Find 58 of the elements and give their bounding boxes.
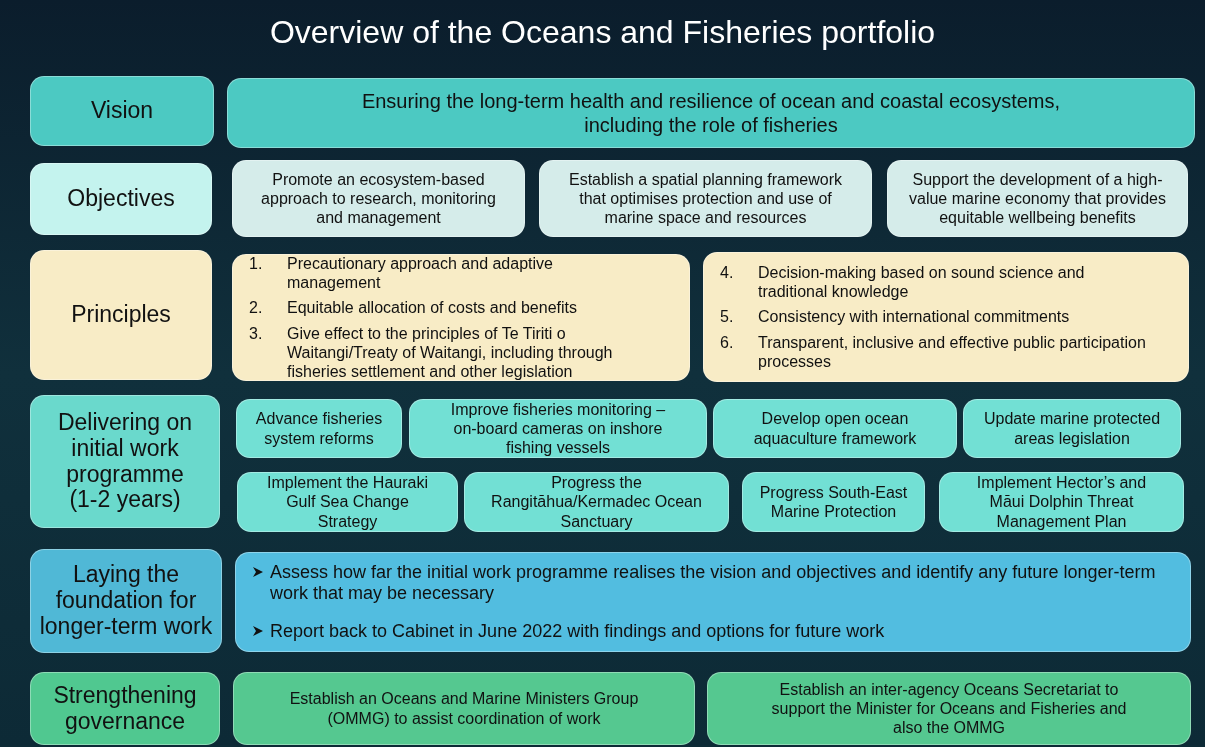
content-box bbox=[742, 472, 925, 532]
box-text: Progress the Rangitāhua/Kermadec Ocean Sanctuary bbox=[490, 473, 703, 531]
box-text: Establish an Oceans and Marine Ministers Group (OMMG) to assist coordination of work bbox=[288, 689, 640, 728]
content-box bbox=[232, 160, 525, 237]
content-box bbox=[237, 472, 458, 532]
slide-title: Overview of the Oceans and Fisheries portfolio bbox=[268, 14, 937, 51]
box-text: Develop open ocean aquaculture framework bbox=[752, 409, 918, 448]
bullet-text: Assess how far the initial work programme realises the vision and objectives and identify any future longer-term work that may be necessary bbox=[270, 561, 1157, 605]
list-item-text: Decision-making based on sound science and traditional knowledge bbox=[758, 263, 1086, 302]
list-number: 4. bbox=[720, 263, 734, 283]
bullet-text: Report back to Cabinet in June 2022 with findings and options for future work bbox=[270, 620, 885, 643]
content-box bbox=[707, 672, 1191, 745]
row-heading-box bbox=[30, 549, 222, 653]
content-box bbox=[464, 472, 729, 532]
row-heading: Principles bbox=[71, 302, 171, 328]
row-heading: Vision bbox=[90, 98, 154, 124]
box-text: Ensuring the long-term health and resilience of ocean and coastal ecosystems, including the role of fisheries bbox=[360, 89, 1062, 137]
row-heading: Strengthening governance bbox=[52, 682, 198, 735]
box-text: Advance fisheries system reforms bbox=[254, 409, 384, 448]
box-text: Establish an inter-agency Oceans Secretariat to support the Minister for Oceans and Fisheries and also the OMMG bbox=[770, 679, 1128, 738]
box-text: Update marine protected areas legislation bbox=[982, 409, 1162, 448]
list-item-text: Transparent, inclusive and effective public participation processes bbox=[758, 332, 1147, 371]
content-box bbox=[539, 160, 872, 237]
row-heading: Delivering on initial work programme (1-2 years) bbox=[56, 410, 194, 513]
row-heading-box bbox=[30, 163, 212, 235]
content-box bbox=[713, 399, 957, 458]
row-heading-box bbox=[30, 76, 214, 146]
content-box bbox=[887, 160, 1188, 237]
box-text: Support the development of a high-value marine economy that provides equitable wellbeing benefits bbox=[908, 169, 1167, 228]
box-text: Establish a spatial planning framework that optimises protection and use of marine space and resources bbox=[568, 169, 843, 228]
list-number: 3. bbox=[249, 323, 263, 343]
content-box bbox=[235, 552, 1191, 652]
content-box bbox=[939, 472, 1184, 532]
list-item-text: Give effect to the principles of Te Tiriti o Waitangi/Treaty of Waitangi, including through fisheries settlement and other legislation bbox=[287, 323, 614, 382]
content-box bbox=[227, 78, 1195, 148]
box-text: Implement the Hauraki Gulf Sea Change Strategy bbox=[266, 473, 429, 531]
list-item-text: Precautionary approach and adaptive management bbox=[287, 253, 554, 293]
list-number: 6. bbox=[720, 332, 734, 352]
row-heading: Objectives bbox=[67, 186, 175, 212]
row-heading-box bbox=[30, 395, 220, 528]
content-box bbox=[236, 399, 402, 458]
list-item-text: Consistency with international commitments bbox=[758, 307, 1070, 327]
row-heading: Laying the foundation for longer-term work bbox=[39, 562, 213, 640]
principles-box bbox=[703, 252, 1189, 382]
principles-box bbox=[232, 254, 690, 381]
box-text: Implement Hector’s and Māui Dolphin Threat Management Plan bbox=[975, 473, 1148, 531]
content-box bbox=[233, 672, 695, 745]
list-number: 2. bbox=[249, 298, 263, 318]
row-heading-box bbox=[30, 250, 212, 380]
box-text: Progress South-East Marine Protection bbox=[758, 482, 909, 522]
box-text: Promote an ecosystem-based approach to research, monitoring and management bbox=[260, 169, 497, 228]
content-box bbox=[409, 399, 707, 458]
content-box bbox=[963, 399, 1181, 458]
list-number: 1. bbox=[249, 253, 263, 274]
row-heading-box bbox=[30, 672, 220, 745]
list-number: 5. bbox=[720, 307, 734, 327]
list-item-text: Equitable allocation of costs and benefits bbox=[287, 298, 577, 318]
box-text: Improve fisheries monitoring – on-board cameras on inshore fishing vessels bbox=[449, 399, 667, 458]
